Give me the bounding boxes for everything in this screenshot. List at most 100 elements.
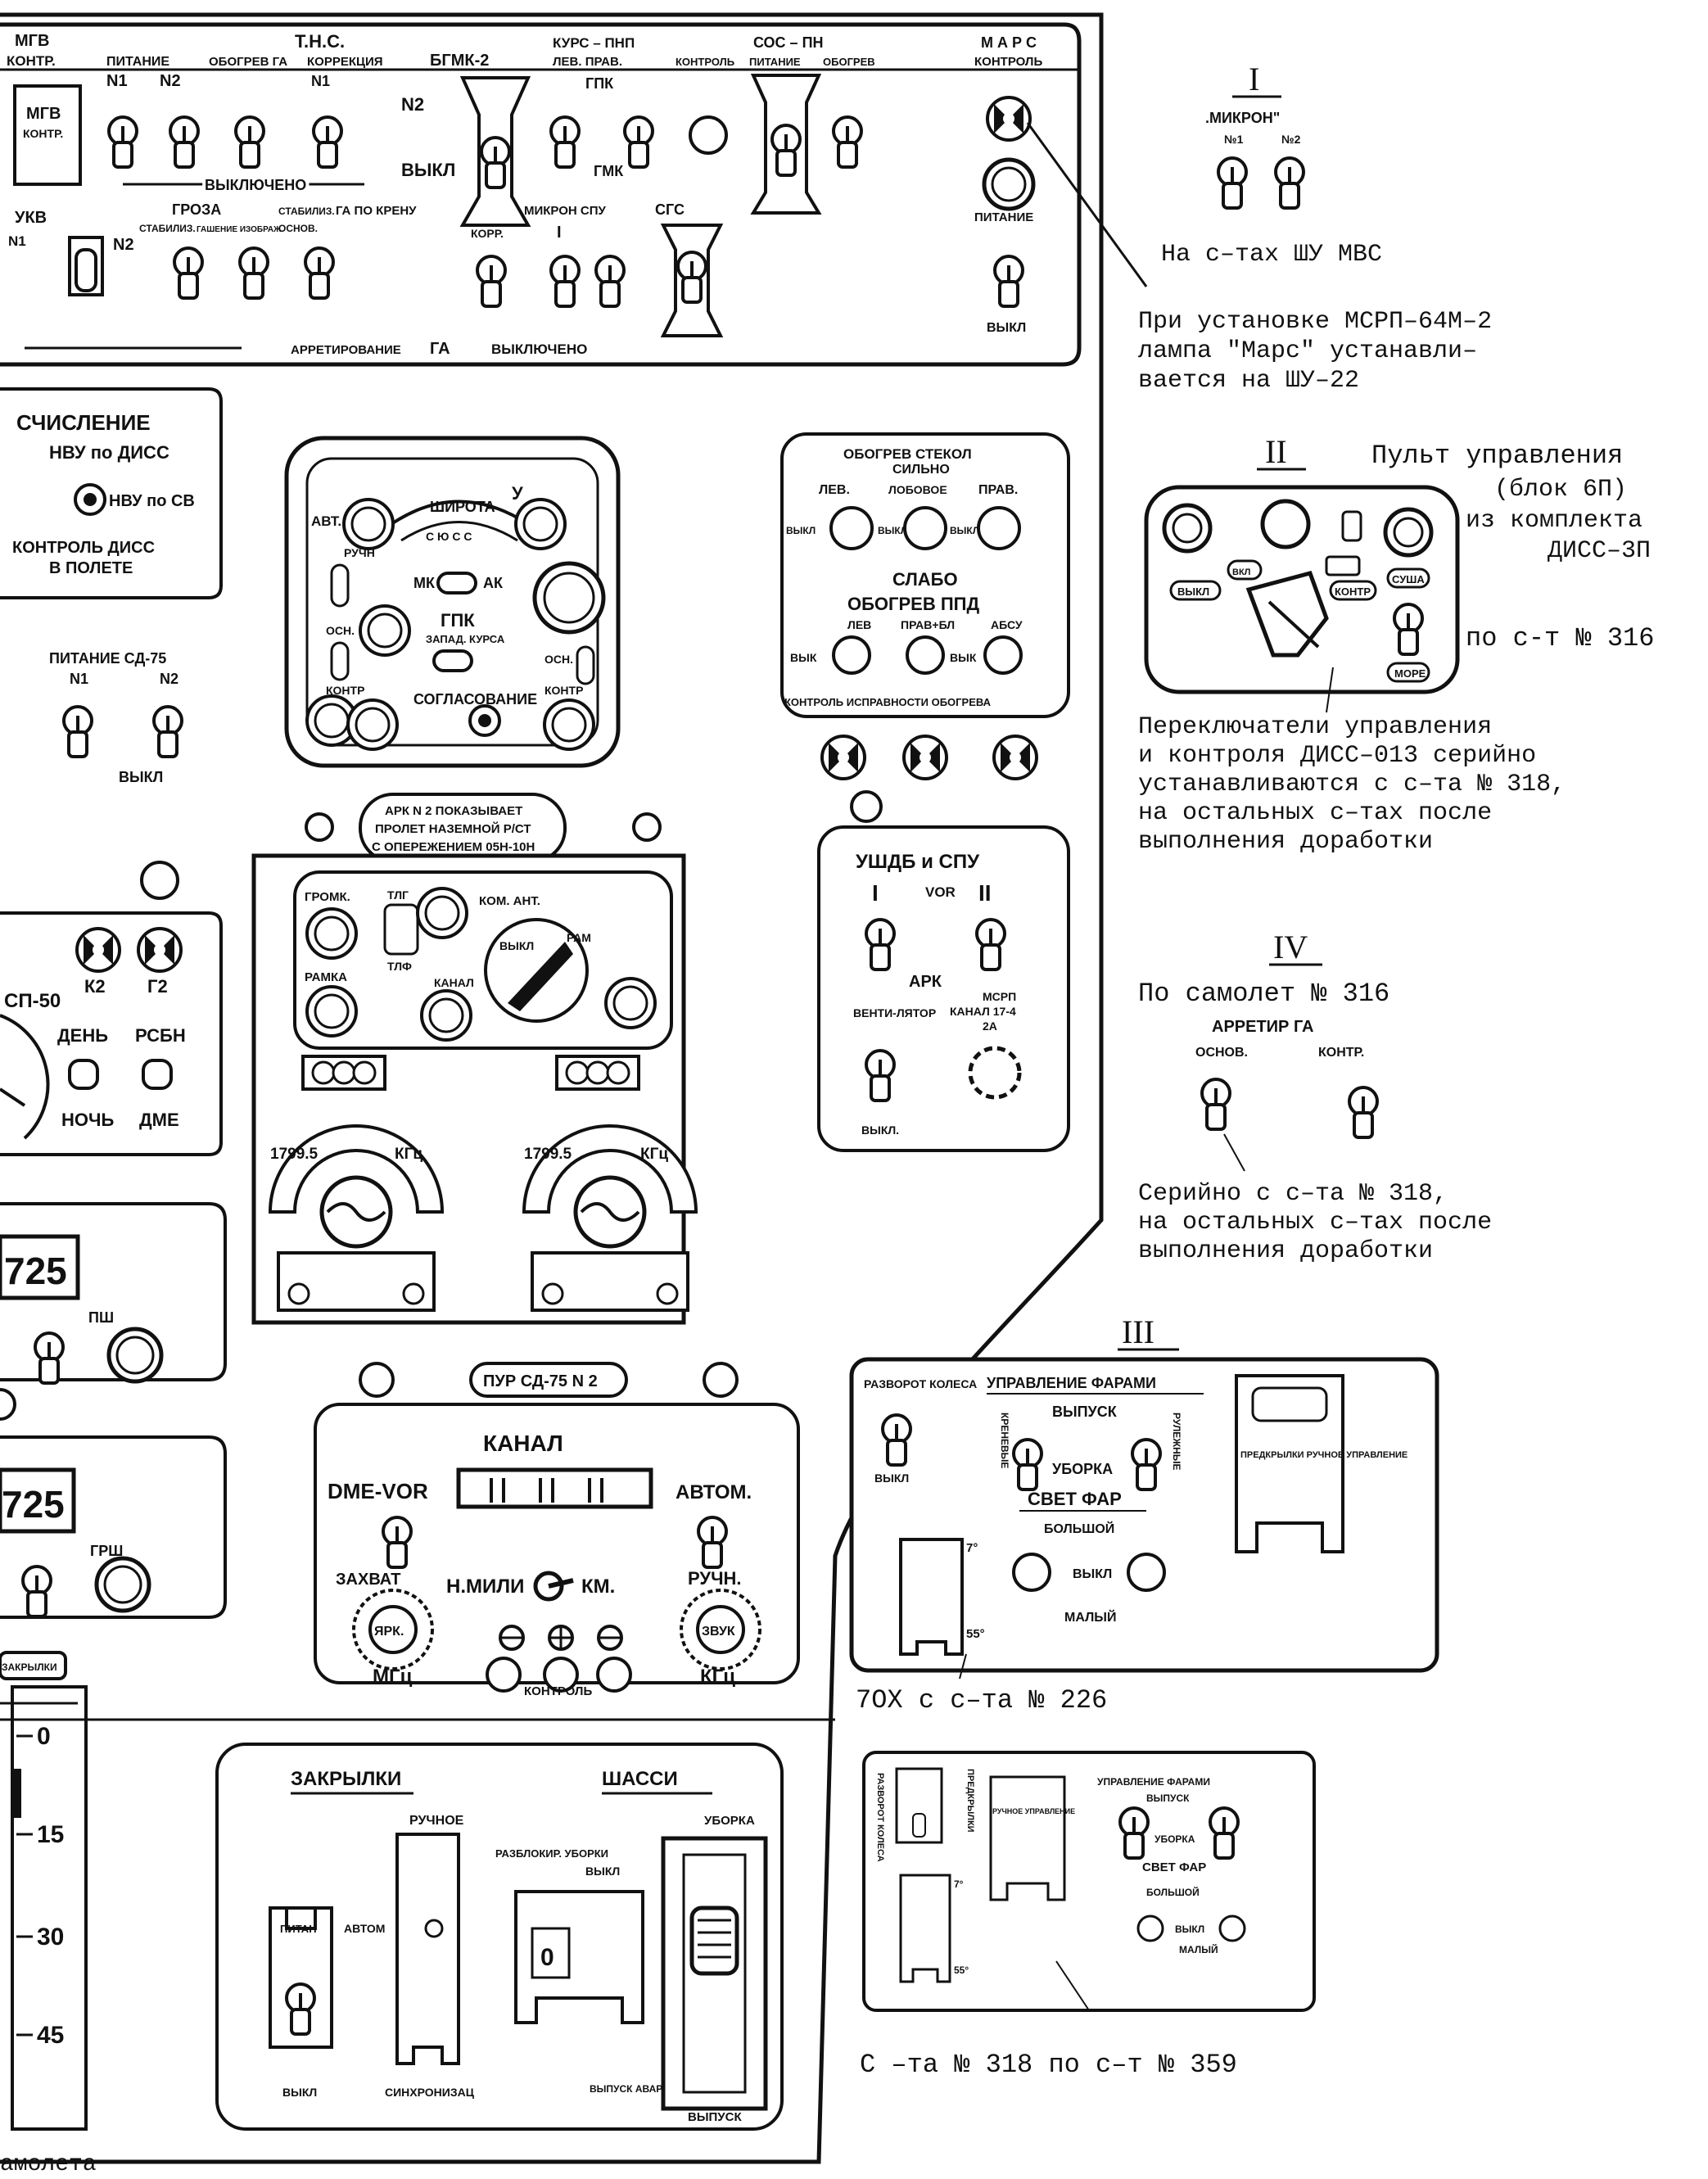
osn-kontr-left-switch[interactable] (330, 641, 350, 681)
v-light-right-btn[interactable] (1218, 1915, 1246, 1942)
iii-light-right-toggle[interactable] (1131, 1438, 1162, 1491)
mikron-n2-toggle[interactable] (1274, 156, 1305, 210)
ark-mode-switch[interactable] (484, 918, 589, 1023)
iii-light-right-btn[interactable] (1127, 1553, 1166, 1592)
v-flap-guard[interactable] (899, 1874, 951, 1983)
v-razvorot-guard[interactable] (895, 1767, 943, 1844)
ppd-prav-switch[interactable] (906, 635, 945, 675)
ark-right-knob[interactable] (604, 977, 657, 1029)
psh-toggle[interactable] (34, 1331, 65, 1385)
course-knob[interactable] (359, 604, 411, 657)
osn-kontr-right-switch[interactable] (576, 645, 595, 685)
ventilyator-toggle[interactable] (865, 1049, 896, 1102)
arretir-kontr-toggle[interactable] (1348, 1086, 1379, 1139)
groza-stab-toggle[interactable] (173, 246, 204, 300)
ppd-lev: ЛЕВ (847, 618, 871, 631)
channel-display (456, 1467, 653, 1509)
sd-vykl: ВЫКЛ (119, 769, 163, 785)
diss-susha-more-toggle[interactable] (1393, 603, 1424, 656)
kurs-lev-toggle[interactable] (549, 115, 581, 169)
vor-i-toggle[interactable] (865, 918, 896, 971)
msrp-fuse-knob[interactable] (968, 1046, 1022, 1100)
pitan-toggle[interactable] (285, 1982, 316, 2036)
gpk-knob-br[interactable] (543, 698, 595, 751)
mgv-kontr-guard[interactable] (13, 84, 82, 186)
freq-dial-left[interactable] (268, 1055, 445, 1312)
sd-n1-toggle[interactable] (62, 705, 93, 758)
stabiliz-osnov-toggle[interactable] (304, 246, 335, 300)
gpk-knob-bl2[interactable] (346, 698, 399, 751)
kurs-prav-toggle[interactable] (623, 115, 654, 169)
pitanie-n1-toggle[interactable] (107, 115, 138, 169)
mikron-n1-toggle[interactable] (1217, 156, 1248, 210)
pitan-guard[interactable] (269, 1906, 333, 2049)
ruchn-slider[interactable] (330, 563, 350, 608)
tlg-tlf-switch[interactable] (383, 903, 419, 956)
lev-silno-switch[interactable] (829, 506, 874, 550)
g2-lamp (137, 927, 183, 973)
gpk-label: ГПК (441, 610, 475, 631)
spu-toggle[interactable] (594, 255, 626, 308)
zakhvat-toggle[interactable] (382, 1516, 413, 1569)
nvu-po-sv-button[interactable] (74, 483, 106, 516)
arretir-osnov-toggle[interactable] (1200, 1078, 1231, 1131)
lev-label: ЛЕВ. (819, 483, 850, 497)
btmk-toggle[interactable] (480, 136, 511, 189)
mars-vykl-toggle[interactable] (993, 255, 1024, 308)
prav-silno-switch[interactable] (977, 506, 1021, 550)
obogrev-ga-toggle[interactable] (234, 115, 265, 169)
ramka-knob[interactable] (305, 985, 358, 1038)
rsbn-dme-button[interactable] (142, 1059, 173, 1090)
shassi-lever-handle[interactable] (689, 1905, 739, 1976)
kontrol-button-1[interactable] (486, 1657, 522, 1693)
osn-left: ОСН. (326, 624, 355, 637)
shirota-scale: С Ю С С (426, 530, 472, 543)
iii-light-left-btn[interactable] (1012, 1553, 1051, 1592)
iii-light-left-toggle[interactable] (1012, 1438, 1043, 1491)
freq-dial-right[interactable] (522, 1055, 698, 1312)
shirota-label: ШИРОТА (430, 499, 495, 515)
razblokir-state: 0 (540, 1944, 554, 1971)
razblokir-guard[interactable] (514, 1890, 644, 2024)
sos-pitanie-toggle[interactable] (770, 124, 802, 177)
sd-n2-toggle[interactable] (152, 705, 183, 758)
v-light-left-btn[interactable] (1136, 1915, 1164, 1942)
v-predkrylki-guard[interactable] (989, 1775, 1066, 1901)
v-light-right-toggle[interactable] (1209, 1806, 1240, 1860)
korr-toggle[interactable] (476, 255, 507, 308)
iii-angle7: 7° (966, 1541, 978, 1555)
kanal-knob[interactable] (420, 989, 472, 1042)
korrekciya-toggle[interactable] (312, 115, 343, 169)
ark-tuning-knob[interactable] (416, 887, 468, 939)
vor-ii-toggle[interactable] (975, 918, 1006, 971)
pitanie-label: ПИТАНИЕ (106, 55, 169, 69)
diss-note-line4: на остальных с–тах после (1138, 799, 1492, 827)
ppd-lev-switch[interactable] (832, 635, 871, 675)
ppd-absu-switch[interactable] (983, 635, 1023, 675)
avtom-ruchn-toggle[interactable] (697, 1516, 728, 1569)
v-light-left-toggle[interactable] (1118, 1806, 1150, 1860)
iii-flap-guard[interactable] (899, 1538, 964, 1656)
ruchnoe-guard[interactable] (395, 1833, 460, 2065)
iii-razvorot-toggle[interactable] (881, 1413, 912, 1467)
grsh-toggle[interactable] (21, 1565, 52, 1618)
latitude-knob-right[interactable] (514, 498, 567, 550)
schislenie-panel: СЧИСЛЕНИЕ НВУ по ДИСС НВУ по СВ КОНТРОЛЬ… (0, 387, 223, 599)
vykl1: ВЫКЛ (786, 525, 816, 536)
pitanie-n2-toggle[interactable] (169, 115, 200, 169)
kontrol-button-2[interactable] (543, 1657, 579, 1693)
soglasovanie-button[interactable] (468, 704, 501, 737)
mk-ak-switch[interactable] (436, 572, 477, 594)
kontrol-button-3[interactable] (596, 1657, 632, 1693)
sgs-toggle[interactable] (676, 251, 707, 304)
gromk-knob[interactable] (305, 907, 358, 960)
latitude-knob[interactable] (342, 498, 395, 550)
sos-obogrev-toggle[interactable] (832, 115, 863, 169)
v-angle7: 7° (954, 1878, 964, 1890)
lobovoe-silno-switch[interactable] (903, 506, 947, 550)
mikron-spu-toggle[interactable] (549, 255, 581, 308)
ushdb-title: УШДБ и СПУ (856, 851, 980, 873)
groza-gash-toggle[interactable] (238, 246, 269, 300)
den-noch-button[interactable] (68, 1059, 99, 1090)
zapad-kursa-switch[interactable] (432, 649, 473, 672)
